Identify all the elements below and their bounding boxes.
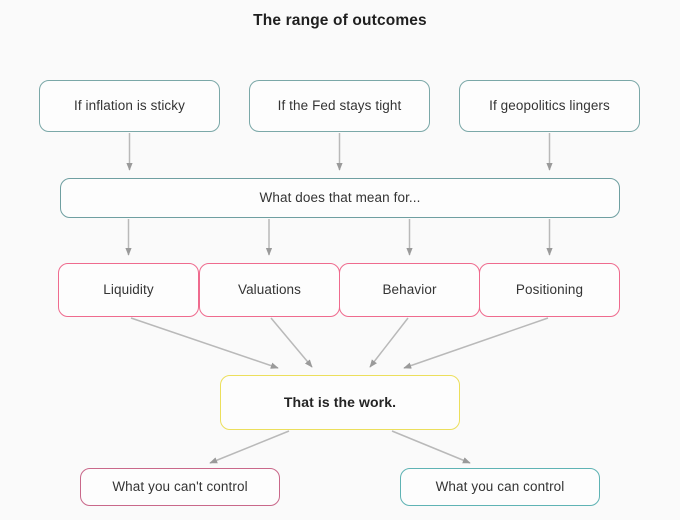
condition-node-geopolitics[interactable]: If geopolitics lingers — [459, 80, 640, 132]
control-label: What you can control — [435, 478, 565, 494]
control-node-cant-control[interactable]: What you can't control — [80, 468, 280, 506]
arrow-focus-cant-control — [209, 430, 290, 464]
control-label: What you can't control — [112, 478, 248, 494]
dimension-node-liquidity[interactable]: Liquidity — [58, 263, 199, 317]
focus-node[interactable]: That is the work. — [220, 375, 460, 430]
condition-label: If inflation is sticky — [74, 97, 185, 113]
condition-label: If the Fed stays tight — [277, 97, 402, 113]
dimension-node-behavior[interactable]: Behavior — [339, 263, 480, 317]
hub-node[interactable]: What does that mean for... — [60, 178, 620, 218]
arrow-dim3-focus — [403, 317, 549, 369]
dimension-node-positioning[interactable]: Positioning — [479, 263, 620, 317]
condition-label: If geopolitics lingers — [489, 97, 610, 113]
focus-label: That is the work. — [283, 393, 397, 410]
page-title: The range of outcomes — [253, 12, 427, 29]
arrow-dim2-focus — [369, 317, 409, 368]
condition-node-inflation[interactable]: If inflation is sticky — [39, 80, 220, 132]
control-node-can-control[interactable]: What you can control — [400, 468, 600, 506]
arrow-dim1-focus — [270, 317, 313, 368]
dimension-label: Behavior — [382, 281, 437, 297]
dimension-label: Positioning — [515, 281, 584, 297]
arrow-focus-can-control — [391, 430, 471, 464]
condition-node-fed[interactable]: If the Fed stays tight — [249, 80, 430, 132]
hub-label: What does that mean for... — [259, 189, 421, 205]
dimension-label: Liquidity — [103, 281, 154, 297]
arrow-dim0-focus — [130, 317, 279, 369]
dimension-label: Valuations — [237, 281, 302, 297]
dimension-node-valuations[interactable]: Valuations — [199, 263, 340, 317]
